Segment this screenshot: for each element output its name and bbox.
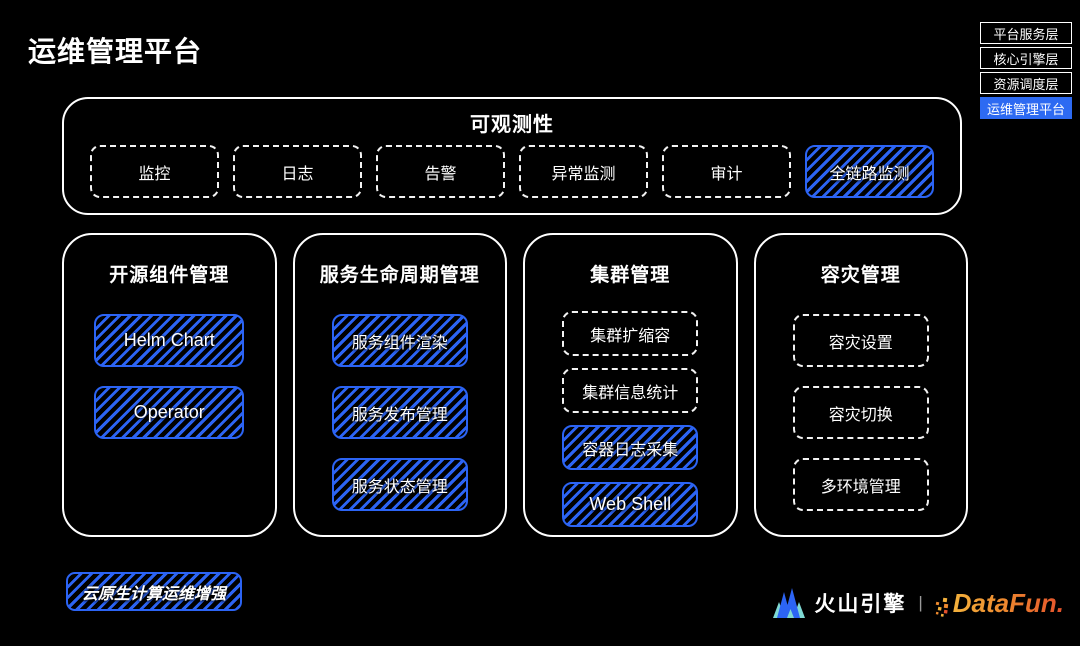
badge-cloud-native-ops-enhancement: 云原生计算运维增强 [66,572,242,611]
datafun-logo: DataFun. [935,588,1064,619]
item-web-shell: Web Shell [562,482,699,527]
item-dr-settings: 容灾设置 [792,314,929,367]
volcengine-wordmark: 火山引擎 [814,593,907,616]
page-title: 运维管理平台 [28,36,203,67]
layer-nav-item-platform-service-layer: 平台服务层 [980,22,1072,44]
item-label: 容灾切换 [828,406,893,424]
datafun-wordmark: DataFun. [952,587,1064,618]
column-title: 集群管理 [590,265,671,286]
item-label: 容灾设置 [828,334,893,352]
item-label: 集群信息统计 [582,384,679,402]
observability-panel: 可观测性 监控 日志 告警 异常监测 审计 全链路监测 [62,97,962,215]
column-items: 集群扩缩容 集群信息统计 容器日志采集 Web Shell [562,311,699,527]
item-label: 服务状态管理 [351,478,448,496]
column-items: Helm Chart Operator [94,314,245,439]
volcengine-logo: 火山引擎 [773,587,907,619]
item-service-component-render: 服务组件渲染 [331,314,468,367]
obs-item-label: 监控 [138,165,171,183]
obs-item-monitoring: 监控 [90,145,219,198]
column-cluster-management: 集群管理 集群扩缩容 集群信息统计 容器日志采集 Web Shell [523,233,738,537]
item-service-release-management: 服务发布管理 [331,386,468,439]
item-dr-switchover: 容灾切换 [792,386,929,439]
layer-nav-label: 平台服务层 [993,26,1059,42]
footer-logos: 火山引擎 | DataFun. [773,585,1064,621]
layer-nav-item-ops-management-platform-active: 运维管理平台 [980,97,1072,119]
column-opensource-components: 开源组件管理 Helm Chart Operator [62,233,277,537]
item-cluster-info-stats: 集群信息统计 [562,368,699,413]
item-helm-chart: Helm Chart [94,314,245,367]
volcengine-mountain-icon [773,587,806,618]
layer-nav-label: 资源调度层 [993,76,1059,92]
item-label: 服务发布管理 [351,406,448,424]
column-disaster-recovery: 容灾管理 容灾设置 容灾切换 多环境管理 [753,233,968,537]
column-title: 容灾管理 [820,265,901,286]
layer-nav-item-core-engine-layer: 核心引擎层 [980,47,1072,69]
layer-nav-item-resource-scheduling-layer: 资源调度层 [980,72,1072,94]
capability-columns: 开源组件管理 Helm Chart Operator 服务生命周期管理 服务组件… [62,233,968,537]
obs-item-label: 告警 [424,165,457,183]
obs-item-anomaly-detection: 异常监测 [519,145,648,198]
column-items: 容灾设置 容灾切换 多环境管理 [792,314,929,511]
obs-item-logging: 日志 [233,145,362,198]
layer-nav-label: 核心引擎层 [993,51,1059,67]
item-label: Helm Chart [123,330,215,350]
datafun-dots-icon [935,597,949,617]
item-label: Web Shell [589,494,672,514]
footer-separator: | [918,593,923,612]
item-label: 多环境管理 [820,478,901,496]
obs-item-alerting: 告警 [376,145,505,198]
obs-item-label: 异常监测 [551,165,616,183]
item-cluster-scaling: 集群扩缩容 [562,311,699,356]
item-service-status-management: 服务状态管理 [331,458,468,511]
item-label: 容器日志采集 [582,441,679,459]
obs-item-label: 审计 [710,165,743,183]
obs-item-label: 日志 [281,165,314,183]
obs-item-audit: 审计 [662,145,791,198]
column-title: 开源组件管理 [109,265,230,286]
layer-nav: 平台服务层 核心引擎层 资源调度层 运维管理平台 [980,22,1072,119]
observability-title: 可观测性 [470,114,554,136]
obs-item-label: 全链路监测 [829,165,910,183]
item-multi-env-management: 多环境管理 [792,458,929,511]
column-service-lifecycle: 服务生命周期管理 服务组件渲染 服务发布管理 服务状态管理 [292,233,507,537]
item-label: 集群扩缩容 [590,327,671,345]
item-container-log-collection: 容器日志采集 [562,425,699,470]
badge-label: 云原生计算运维增强 [81,585,226,603]
column-title: 服务生命周期管理 [319,265,480,286]
column-items: 服务组件渲染 服务发布管理 服务状态管理 [331,314,468,511]
item-label: 服务组件渲染 [351,334,448,352]
obs-item-full-link-tracing: 全链路监测 [805,145,934,198]
layer-nav-label: 运维管理平台 [986,101,1065,117]
item-operator: Operator [94,386,245,439]
observability-items-row: 监控 日志 告警 异常监测 审计 全链路监测 [90,145,934,198]
item-label: Operator [133,402,205,422]
